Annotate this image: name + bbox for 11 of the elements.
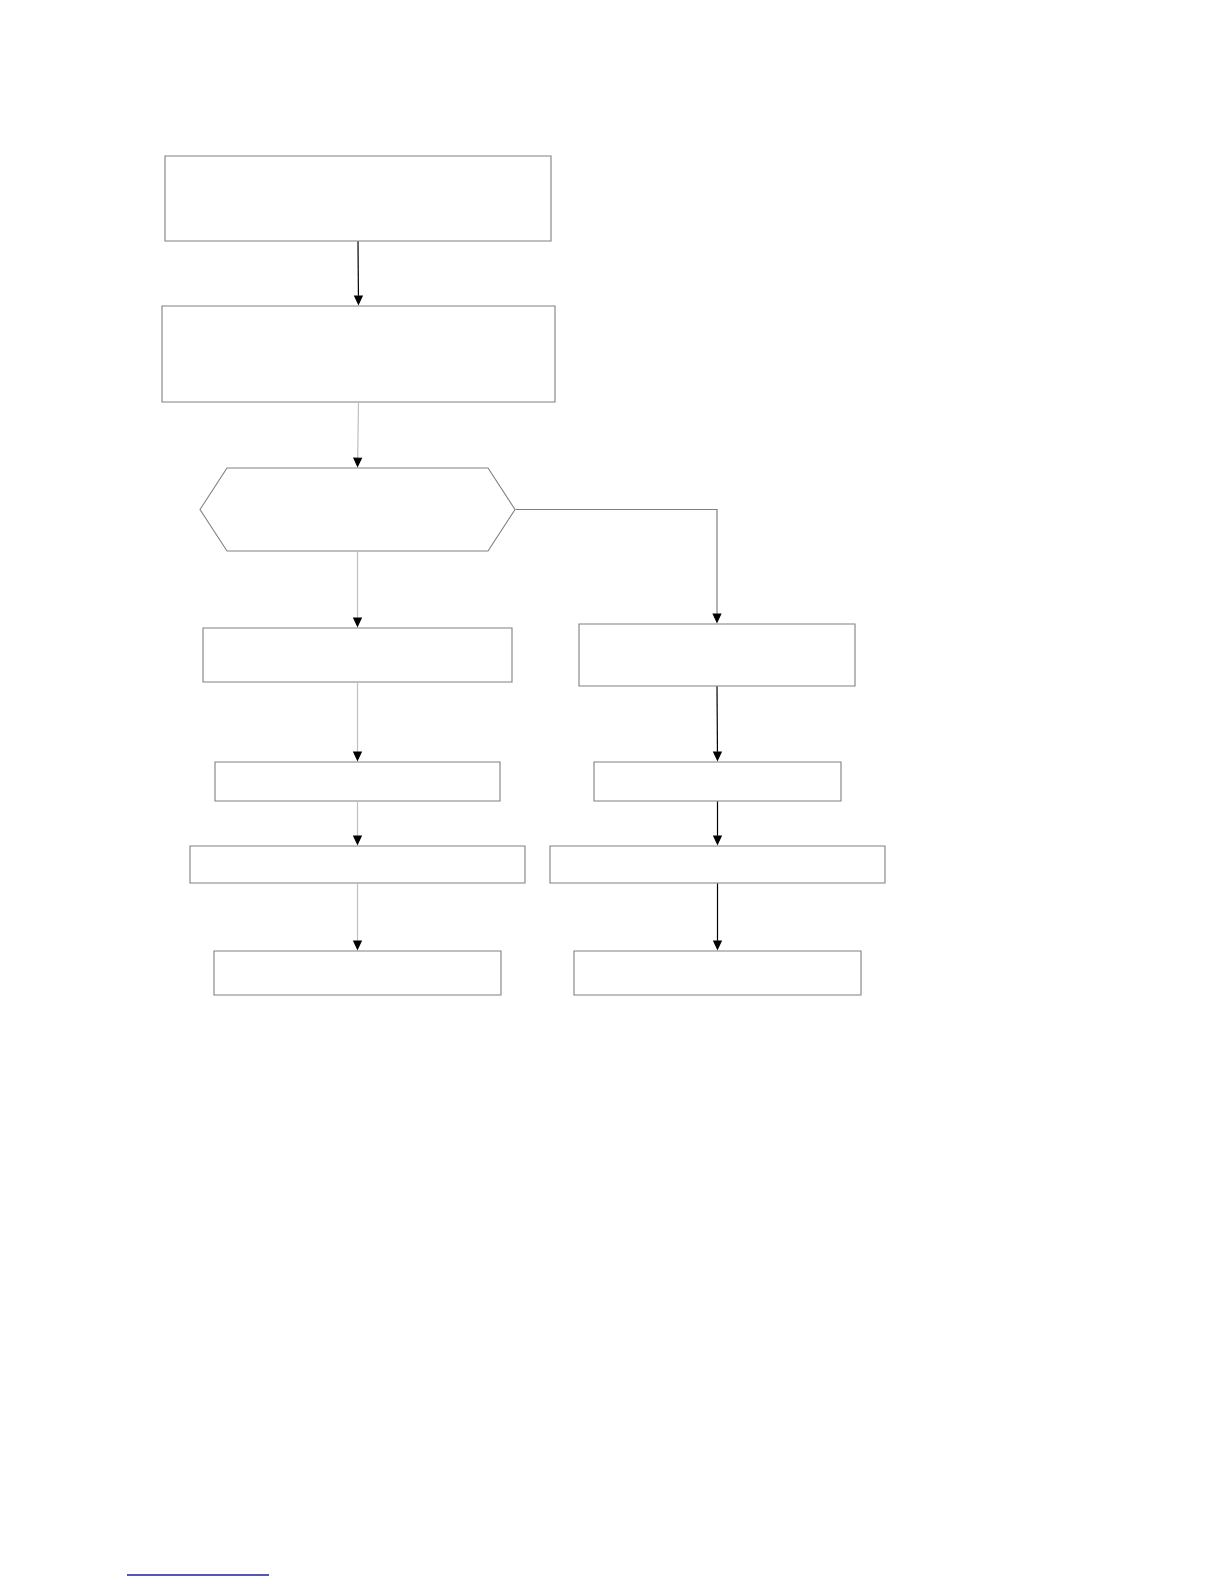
process-box xyxy=(189,845,526,884)
process-box xyxy=(214,761,501,802)
process-box xyxy=(593,761,842,802)
process-box xyxy=(578,623,856,687)
hexagon-shape xyxy=(199,467,516,552)
process-box xyxy=(549,845,886,884)
process-box xyxy=(161,305,556,403)
process-box xyxy=(573,950,862,996)
process-box xyxy=(213,950,502,996)
process-box xyxy=(202,627,513,683)
process-box xyxy=(164,155,552,242)
